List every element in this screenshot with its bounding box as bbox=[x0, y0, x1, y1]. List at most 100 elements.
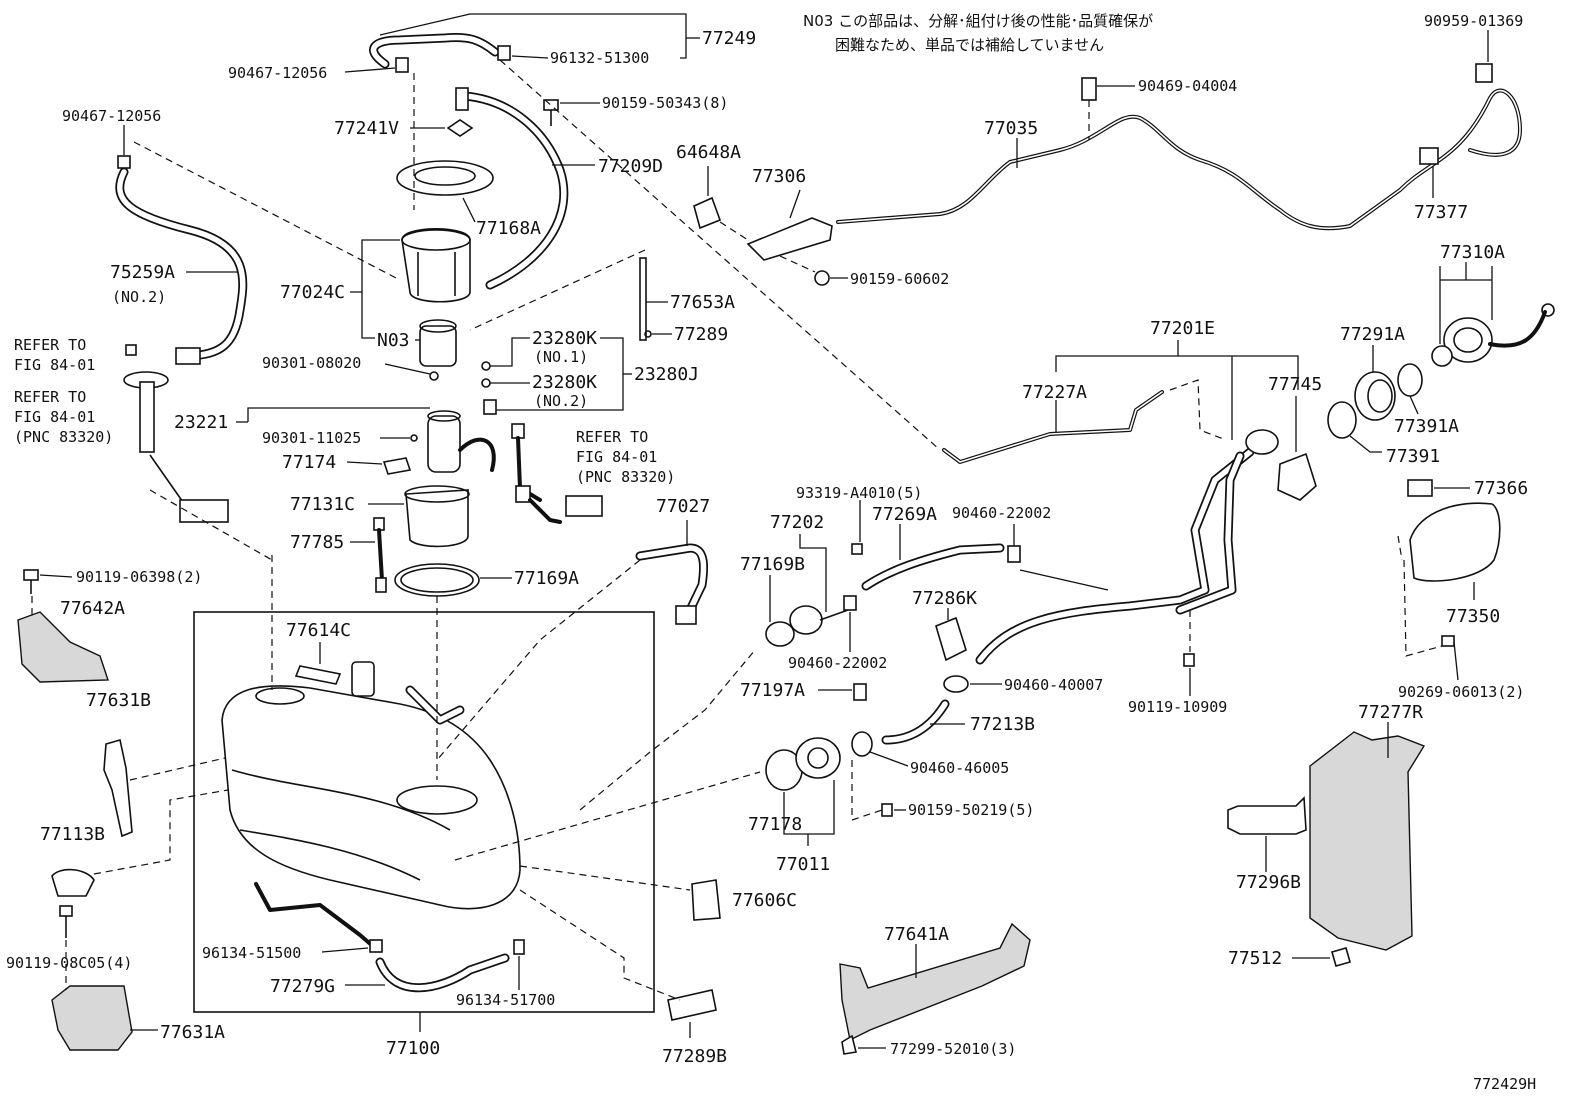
bolt-90119-08C05[interactable] bbox=[59, 905, 73, 938]
breather-tube-77227A[interactable] bbox=[942, 390, 1164, 464]
bracket-77642A[interactable] bbox=[17, 611, 109, 683]
label-23280K-2-no: (NO.2) bbox=[534, 392, 588, 410]
bolt-90119-10909[interactable] bbox=[1183, 653, 1195, 667]
sender-unit-refer[interactable] bbox=[123, 371, 229, 523]
label-77197A: 77197A bbox=[740, 680, 805, 701]
clamp-90460-22002-b[interactable] bbox=[843, 595, 857, 611]
protector-77631A[interactable] bbox=[51, 985, 133, 1051]
clip-90467-12056-left[interactable] bbox=[117, 155, 131, 169]
grommet-90959-01369[interactable] bbox=[1475, 63, 1493, 83]
label-77366: 77366 bbox=[1474, 478, 1528, 499]
plate-77202[interactable] bbox=[789, 605, 849, 635]
bracket-77606C[interactable] bbox=[691, 879, 721, 921]
gasket-77391[interactable] bbox=[1327, 401, 1357, 439]
label-77201E: 77201E bbox=[1150, 318, 1215, 339]
rod-77653A[interactable] bbox=[639, 257, 647, 341]
protector-77277R[interactable] bbox=[1309, 731, 1426, 951]
o-ring-23280K-2[interactable] bbox=[481, 378, 491, 388]
gasket-77169A[interactable] bbox=[394, 563, 480, 597]
cover-77113B[interactable] bbox=[51, 868, 95, 897]
clip-96134-51700[interactable] bbox=[513, 939, 525, 955]
fuel-tank-77100[interactable] bbox=[221, 685, 521, 910]
pump-unit-n03[interactable] bbox=[419, 319, 457, 367]
gasket-77241V[interactable] bbox=[446, 119, 474, 137]
clamp-90460-40007[interactable] bbox=[943, 675, 969, 693]
tube-77279G[interactable] bbox=[254, 882, 510, 993]
clip-77197A[interactable] bbox=[853, 683, 867, 701]
clamp-90469-04004[interactable] bbox=[1081, 77, 1097, 101]
bolt-93319-A4010[interactable] bbox=[851, 543, 863, 555]
label-77241V: 77241V bbox=[334, 118, 399, 139]
pad-77614C[interactable] bbox=[294, 665, 342, 685]
clip-96132-51300[interactable] bbox=[497, 45, 511, 61]
label-refer3-a: REFER TO bbox=[576, 428, 648, 446]
label-90269-06013: 90269-06013(2) bbox=[1398, 683, 1524, 701]
clip-77289[interactable] bbox=[644, 330, 652, 338]
bolt-90159-50343[interactable] bbox=[543, 99, 559, 126]
clip-77174[interactable] bbox=[382, 457, 412, 475]
pipe-flange-77011[interactable] bbox=[795, 737, 841, 779]
label-77286K: 77286K bbox=[912, 588, 977, 609]
label-77391A: 77391A bbox=[1394, 416, 1459, 437]
opener-lever-77306[interactable] bbox=[746, 217, 833, 261]
ring-77291A[interactable] bbox=[1354, 371, 1396, 421]
screw-90159-60602[interactable] bbox=[814, 270, 830, 286]
hose-75259A[interactable] bbox=[115, 167, 248, 365]
fuel-cap-77310A[interactable] bbox=[1443, 303, 1555, 363]
label-23280K-2: 23280K bbox=[532, 372, 597, 393]
protector-77641A[interactable] bbox=[839, 922, 1031, 1042]
hose-77027[interactable] bbox=[635, 543, 708, 625]
valve-assembly[interactable] bbox=[351, 661, 465, 725]
leader-77249 bbox=[379, 13, 687, 59]
hose-77213B[interactable] bbox=[881, 699, 950, 745]
hose-77209D[interactable] bbox=[460, 91, 569, 290]
label-64648A: 64648A bbox=[676, 142, 741, 163]
clip-96134-51500[interactable] bbox=[369, 939, 383, 953]
label-77512: 77512 bbox=[1228, 948, 1282, 969]
filter-case-77131C[interactable] bbox=[404, 485, 470, 548]
label-77277R: 77277R bbox=[1358, 702, 1423, 723]
clip-77377[interactable] bbox=[1419, 147, 1439, 165]
clip-90467-12056-top[interactable] bbox=[395, 57, 409, 73]
fuel-door-77350[interactable] bbox=[1409, 502, 1501, 582]
label-n03: N03 bbox=[377, 330, 410, 351]
o-ring-23280K-1[interactable] bbox=[481, 361, 491, 371]
clamp-77289B[interactable] bbox=[667, 989, 717, 1021]
gasket-77310A[interactable] bbox=[1431, 345, 1453, 367]
clip-77512[interactable] bbox=[1331, 947, 1351, 967]
bolt-90159-50219[interactable] bbox=[881, 803, 893, 817]
label-90119-06398: 90119-06398(2) bbox=[76, 568, 202, 586]
screw-90269-06013[interactable] bbox=[1441, 635, 1455, 647]
clip-77299-52010[interactable] bbox=[841, 1034, 857, 1055]
filter-23280J[interactable] bbox=[483, 399, 497, 415]
bolt-refer[interactable] bbox=[125, 344, 137, 356]
cable-77035[interactable] bbox=[836, 88, 1522, 231]
clamp-77286K[interactable] bbox=[935, 616, 967, 662]
label-77631B: 77631B bbox=[86, 690, 151, 711]
wire-harness-refer[interactable] bbox=[511, 423, 603, 524]
wire-77785[interactable] bbox=[373, 517, 387, 593]
bracket-77631B[interactable] bbox=[103, 738, 133, 838]
label-77350: 77350 bbox=[1446, 606, 1500, 627]
hose-77249[interactable] bbox=[369, 33, 500, 69]
clamp-90460-22002-r[interactable] bbox=[1007, 545, 1021, 563]
clip-77366[interactable] bbox=[1407, 479, 1433, 497]
bracket-77296B[interactable] bbox=[1227, 796, 1307, 835]
gasket-77169B[interactable] bbox=[765, 621, 795, 647]
label-96134-51500: 96134-51500 bbox=[202, 944, 301, 962]
filler-pipe-77201E[interactable] bbox=[975, 429, 1279, 665]
washer-90301-11025[interactable] bbox=[410, 434, 418, 442]
label-77299-52010: 77299-52010(3) bbox=[890, 1040, 1016, 1058]
bolt-90119-06398[interactable] bbox=[23, 569, 39, 594]
washer-90301-08020[interactable] bbox=[429, 371, 439, 381]
label-90460-40007: 90460-40007 bbox=[1004, 676, 1103, 694]
lever-64648A[interactable] bbox=[693, 196, 722, 230]
clamp-90460-46005[interactable] bbox=[851, 731, 873, 757]
retainer-ring[interactable] bbox=[396, 160, 494, 196]
gasket-77391A[interactable] bbox=[1397, 363, 1423, 397]
sender-gauge-77024C[interactable] bbox=[401, 227, 471, 303]
fuel-pump-23221[interactable] bbox=[427, 410, 496, 473]
collar-77745[interactable] bbox=[1277, 452, 1317, 501]
hose-77269A[interactable] bbox=[861, 543, 1005, 591]
